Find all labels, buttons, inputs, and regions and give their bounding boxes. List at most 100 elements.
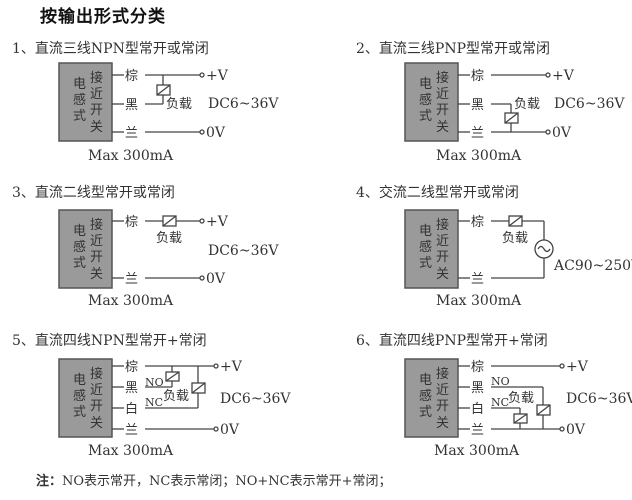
svg-text:+V: +V xyxy=(206,214,229,230)
svg-text:电: 电 xyxy=(419,224,432,239)
svg-text:兰: 兰 xyxy=(471,126,484,141)
svg-text:兰: 兰 xyxy=(125,272,138,287)
svg-text:DC6~36V: DC6~36V xyxy=(554,96,625,112)
svg-text:Max 300mA: Max 300mA xyxy=(436,148,522,164)
svg-text:电: 电 xyxy=(419,373,432,388)
svg-text:近: 近 xyxy=(90,87,103,102)
svg-text:近: 近 xyxy=(90,383,103,398)
svg-text:NO: NO xyxy=(491,375,510,388)
svg-text:关: 关 xyxy=(90,416,103,431)
svg-text:+V: +V xyxy=(220,359,243,375)
svg-text:式: 式 xyxy=(73,405,86,420)
sensor-box: 电 感 式 接 近 开 关 xyxy=(58,358,113,438)
svg-text:感: 感 xyxy=(73,239,86,255)
svg-text:0V: 0V xyxy=(552,125,572,141)
nc-label: NC xyxy=(145,396,163,409)
zero-v-label: 0V xyxy=(206,125,226,141)
footnote: 注：NO表示常开，NC表示常闭；NO+NC表示常开+常闭； xyxy=(36,474,392,489)
svg-text:0V: 0V xyxy=(206,271,226,287)
max-current-label: Max 300mA xyxy=(88,148,174,164)
svg-text:感: 感 xyxy=(73,388,86,404)
svg-text:负载: 负载 xyxy=(163,389,189,404)
svg-text:开: 开 xyxy=(90,250,103,265)
svg-text:式: 式 xyxy=(73,109,86,124)
svg-text:感: 感 xyxy=(419,239,432,255)
svg-text:电: 电 xyxy=(419,77,432,92)
svg-text:DC6~36V: DC6~36V xyxy=(566,391,632,407)
svg-text:白: 白 xyxy=(125,401,138,417)
svg-text:棕: 棕 xyxy=(125,215,138,230)
svg-text:近: 近 xyxy=(436,87,449,102)
svg-text:开: 开 xyxy=(90,399,103,414)
svg-text:关: 关 xyxy=(436,120,449,135)
svg-text:0V: 0V xyxy=(220,422,240,438)
svg-text:NC: NC xyxy=(491,396,509,409)
svg-text:+V: +V xyxy=(566,359,589,375)
no-label: NO xyxy=(145,376,164,389)
svg-text:式: 式 xyxy=(419,405,432,420)
svg-text:+V: +V xyxy=(552,68,575,84)
svg-text:关: 关 xyxy=(436,267,449,282)
svg-text:Max 300mA: Max 300mA xyxy=(88,293,174,309)
voltage-label: DC6~36V xyxy=(208,96,279,112)
svg-text:式: 式 xyxy=(419,109,432,124)
svg-text:黑: 黑 xyxy=(125,381,138,396)
svg-text:开: 开 xyxy=(90,103,103,118)
sensor-box: 电 感 式 接 近 开 关 xyxy=(404,209,459,289)
section-2-heading: 2、直流三线PNP型常开或常闭 xyxy=(356,41,551,57)
svg-text:感: 感 xyxy=(419,388,432,404)
svg-text:棕: 棕 xyxy=(471,360,484,375)
svg-text:棕: 棕 xyxy=(471,215,484,230)
svg-text:感: 感 xyxy=(73,92,86,108)
svg-text:负载: 负载 xyxy=(502,231,528,246)
wire-blue-label: 兰 xyxy=(125,126,138,141)
sensor-box: 电 感 式 接 近 开 关 xyxy=(58,62,113,142)
section-4-heading: 4、交流二线型常开或常闭 xyxy=(356,185,519,201)
svg-text:接: 接 xyxy=(436,217,449,233)
svg-text:接: 接 xyxy=(90,217,103,233)
wire-black-label: 黑 xyxy=(125,98,138,113)
svg-text:接: 接 xyxy=(436,366,449,382)
svg-text:接: 接 xyxy=(436,70,449,86)
load-label: 负载 xyxy=(166,97,192,112)
svg-text:黑: 黑 xyxy=(471,98,484,113)
svg-text:Max 300mA: Max 300mA xyxy=(436,293,522,309)
svg-text:关: 关 xyxy=(436,416,449,431)
svg-text:关: 关 xyxy=(90,267,103,282)
svg-text:负载: 负载 xyxy=(508,391,534,406)
svg-text:棕: 棕 xyxy=(125,360,138,375)
svg-text:0V: 0V xyxy=(566,422,586,438)
section-6-heading: 6、直流四线PNP型常开+常闭 xyxy=(356,333,548,349)
svg-text:Max 300mA: Max 300mA xyxy=(88,443,174,459)
page-title: 按输出形式分类 xyxy=(40,7,166,27)
svg-text:AC90~250V: AC90~250V xyxy=(553,258,632,274)
sensor-box: 电 感 式 接 近 开 关 xyxy=(404,62,459,142)
svg-text:负载: 负载 xyxy=(156,231,182,246)
sensor-box: 电 感 式 接 近 开 关 xyxy=(404,358,459,438)
svg-text:感: 感 xyxy=(419,92,432,108)
svg-text:开: 开 xyxy=(436,103,449,118)
wire-brown-label: 棕 xyxy=(125,69,138,84)
svg-text:DC6~36V: DC6~36V xyxy=(208,243,279,259)
svg-text:近: 近 xyxy=(436,234,449,249)
section-3-heading: 3、直流二线型常开或常闭 xyxy=(12,185,175,201)
svg-text:关: 关 xyxy=(90,120,103,135)
svg-text:近: 近 xyxy=(90,234,103,249)
sensor-box: 电 感 式 接 近 开 关 xyxy=(58,209,113,289)
svg-text:兰: 兰 xyxy=(471,423,484,438)
svg-text:开: 开 xyxy=(436,250,449,265)
svg-text:开: 开 xyxy=(436,399,449,414)
svg-text:Max 300mA: Max 300mA xyxy=(434,443,520,459)
svg-text:电: 电 xyxy=(73,77,86,92)
svg-text:兰: 兰 xyxy=(125,423,138,438)
svg-text:接: 接 xyxy=(90,366,103,382)
svg-text:电: 电 xyxy=(73,224,86,239)
svg-text:近: 近 xyxy=(436,383,449,398)
svg-text:负载: 负载 xyxy=(514,97,540,112)
plus-v-label: +V xyxy=(206,68,229,84)
section-1-heading: 1、直流三线NPN型常开或常闭 xyxy=(12,41,209,57)
svg-text:黑: 黑 xyxy=(471,381,484,396)
svg-text:DC6~36V: DC6~36V xyxy=(220,391,291,407)
svg-text:兰: 兰 xyxy=(471,272,484,287)
svg-text:白: 白 xyxy=(471,401,484,417)
